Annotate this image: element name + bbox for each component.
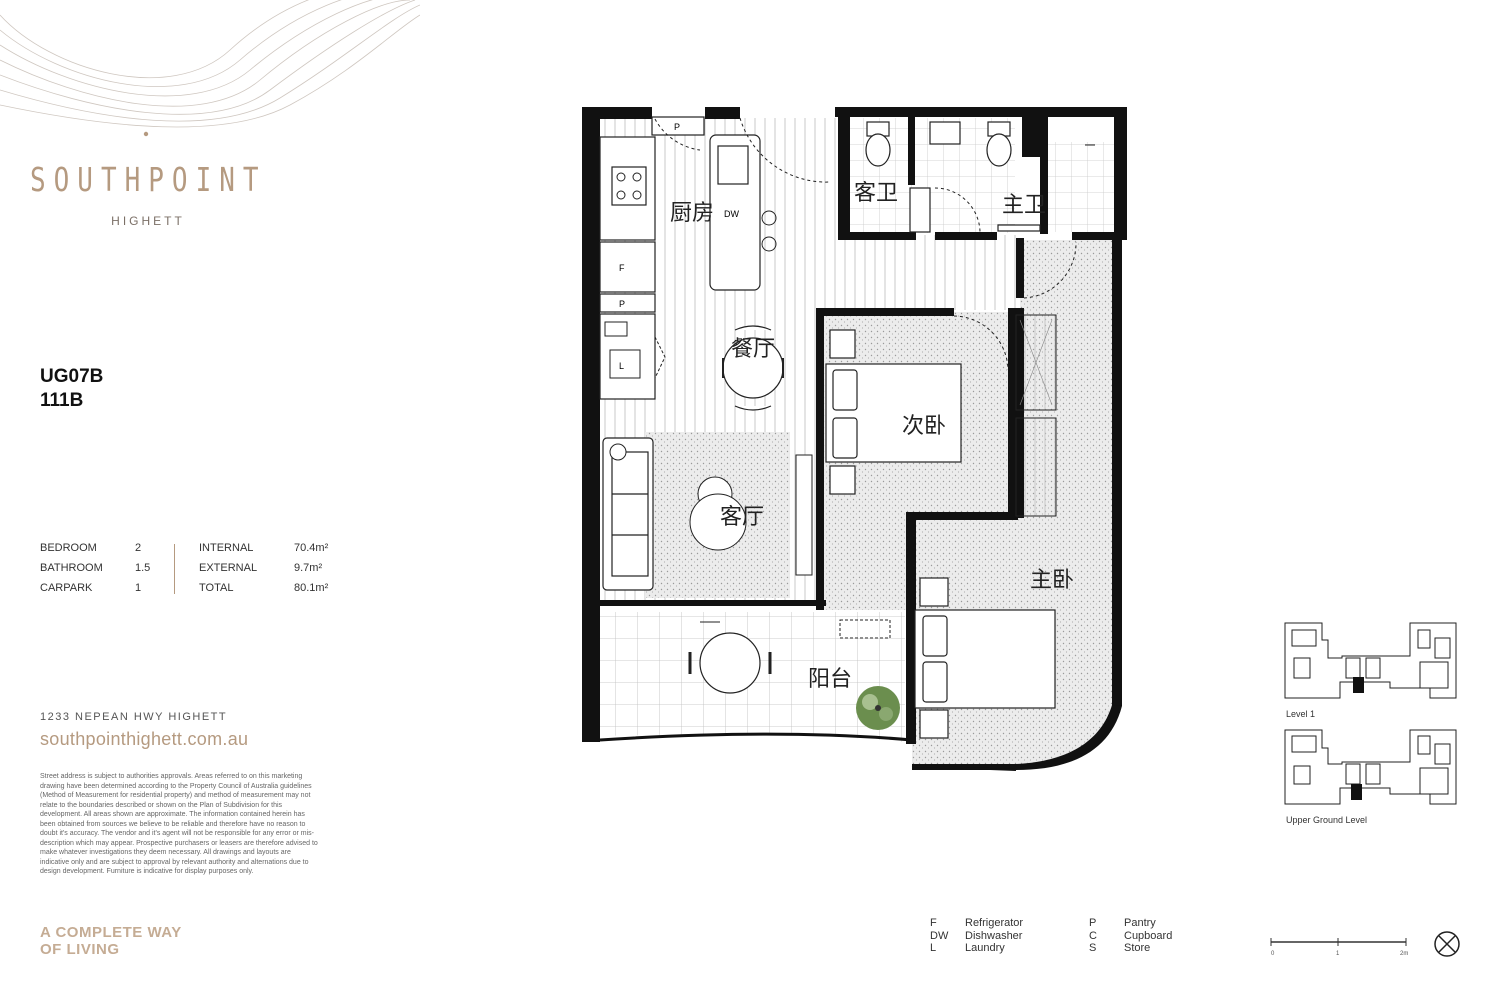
stat-carpark: CARPARK 1: [40, 582, 142, 594]
wall-bath-west: [838, 107, 850, 240]
tv-unit: [795, 454, 813, 576]
wall-master-west: [906, 512, 916, 744]
room-label-dining: 餐厅: [731, 337, 775, 362]
bed2-door-swing: [953, 315, 1009, 371]
sofa: [602, 437, 654, 591]
room-label-kitchen: 厨房: [670, 201, 714, 226]
balcony-edge: [599, 732, 913, 742]
disclaimer-text: Street address is subject to authorities…: [40, 773, 318, 875]
stats-divider: [174, 544, 175, 594]
key-plan-marker-level1: [1353, 677, 1364, 693]
wall-bed2-south: [908, 512, 1018, 520]
tagline: A COMPLETE WAY OF LIVING: [40, 924, 182, 958]
fixture-pantry-top: P: [674, 122, 680, 132]
wall-bed2-north: [816, 308, 954, 316]
room-label-master: 主卧: [1030, 568, 1074, 593]
wall-east-upper: [1114, 107, 1127, 237]
fixture-laundry: L: [619, 361, 624, 371]
key-plan: Level 1 Upper Ground Level: [1280, 618, 1465, 830]
wall-shower: [1040, 142, 1048, 234]
cooktop: [611, 166, 647, 206]
decorative-wave-lines: [0, 0, 420, 137]
master-toilet: [986, 133, 1012, 167]
wall-southwest-corner: [582, 734, 600, 742]
wall-north-a: [582, 107, 652, 119]
room-label-living: 客厅: [720, 505, 764, 530]
north-arrow-icon: [1434, 931, 1460, 957]
stat-external: EXTERNAL 9.7m²: [199, 562, 323, 574]
scale-tick-1: 1: [1336, 951, 1340, 957]
unit-stats: BEDROOM 2 BATHROOM 1.5 CARPARK 1 INTERNA…: [40, 542, 340, 596]
scale-bar: 0 1 2m: [1270, 938, 1408, 957]
unit-code: UG07B: [40, 366, 104, 387]
kitchen-sink: [717, 145, 749, 185]
key-plan-drawings: [1284, 622, 1457, 805]
wall-west: [582, 107, 600, 740]
wall-east-lower: [1112, 236, 1122, 706]
pantry-top: [651, 116, 705, 136]
decorative-dot: [143, 131, 149, 137]
wall-bath-south-b: [935, 232, 997, 240]
room-label-bedroom2: 次卧: [902, 414, 946, 439]
entry-door-swing: [739, 117, 831, 183]
vanity-basin: [929, 121, 961, 145]
room-label-guest-bath: 客卫: [854, 181, 898, 206]
guest-toilet: [865, 133, 891, 167]
unit-identifier: UG07B 111B: [40, 365, 103, 413]
unit-variant: 111B: [40, 390, 84, 411]
scale-tick-0: 0: [1271, 951, 1275, 957]
wall-bath-south-c: [1072, 232, 1127, 240]
bed2-side-table: [829, 329, 856, 359]
fixture-dishwasher: DW: [724, 209, 739, 219]
stat-bathroom: BATHROOM 1.5: [40, 562, 151, 574]
stat-bedroom: BEDROOM 2: [40, 542, 142, 554]
shower-floor: [1048, 142, 1114, 232]
stat-internal: INTERNAL 70.4m²: [199, 542, 329, 554]
dining-table: [722, 325, 784, 411]
key-plan-marker-ground: [1351, 784, 1362, 800]
stat-total: TOTAL 80.1m²: [199, 582, 329, 594]
wall-curved-corner: [912, 705, 1122, 770]
fridge-cabinet: [599, 241, 656, 293]
fixture-pantry: P: [619, 299, 625, 309]
brand-block: SOUTHPOINT HIGHETT: [30, 162, 266, 228]
balcony-table: [699, 632, 761, 694]
hall-floor: [838, 235, 1020, 310]
wall-north-b: [705, 107, 740, 119]
wall-sliding-door: [598, 600, 826, 606]
room-label-master-bath: 主卫: [1002, 193, 1046, 218]
master-door-swing: [1023, 241, 1077, 299]
wardrobe-bed2: [1015, 314, 1057, 517]
pantry-cabinet: [599, 293, 656, 313]
wall-bed2-west: [816, 308, 824, 610]
wall-north-c: [835, 107, 1127, 117]
key-plan-label-level1: Level 1: [1286, 709, 1316, 719]
wall-hall-east: [1016, 238, 1024, 298]
floor-plan: P F P L DW: [582, 107, 1127, 771]
brand-logo-text: SOUTHPOINT: [30, 162, 267, 200]
website-link[interactable]: southpointhighett.com.au: [40, 729, 249, 749]
brand-location: HIGHETT: [111, 214, 185, 228]
fixture-fridge: F: [619, 263, 625, 273]
wall-bath-south-a: [838, 232, 916, 240]
scale-tick-2: 2m: [1400, 951, 1408, 957]
room-label-balcony: 阳台: [808, 667, 852, 692]
street-address: 1233 NEPEAN HWY HIGHETT: [40, 711, 228, 723]
key-plan-label-ground: Upper Ground Level: [1286, 815, 1368, 825]
wall-bath-divider: [908, 117, 915, 185]
coffee-table-large: [689, 493, 747, 551]
plant: [856, 686, 900, 730]
